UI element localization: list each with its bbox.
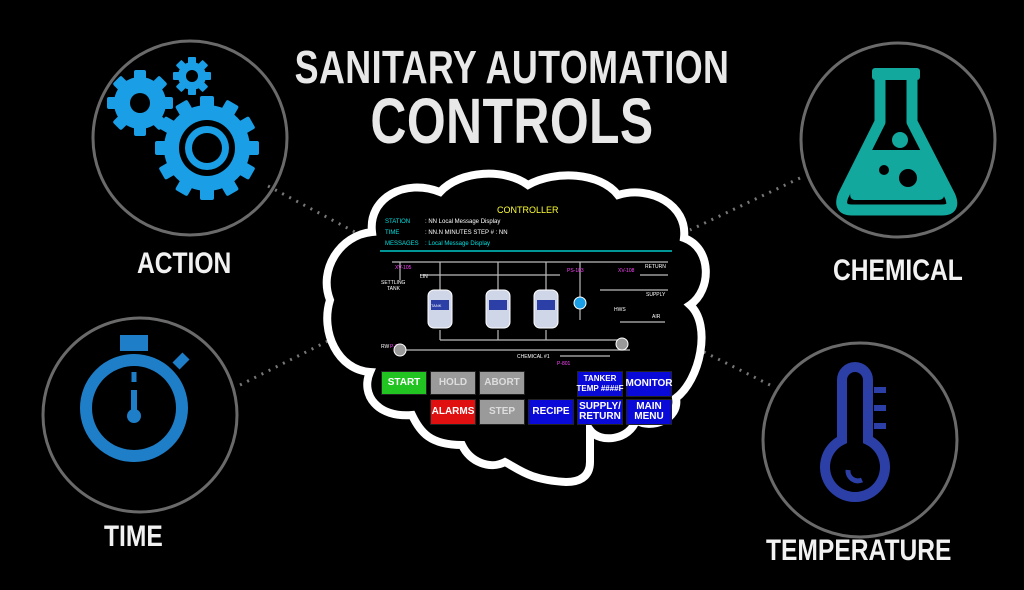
tag-tank-label: TANK [431,303,442,308]
connector-time [239,338,331,387]
hmi-info-val-2: : NN.N MINUTES STEP # : NN [425,230,508,236]
connector-action [267,184,371,242]
tag-ps103: PS-103 [567,268,584,274]
tag-tank: TANK [387,286,401,292]
hmi-info-val-3: : Local Message Display [425,241,490,247]
tag-settling: SETTLING [381,280,406,286]
tag-p801: P-801 [557,361,571,367]
tag-xv105: XV-105 [395,265,412,271]
gears-icon [107,57,259,200]
tag-rw: RW [381,344,390,350]
process-tanks [427,289,587,329]
pumps [393,337,629,357]
flask-icon [836,68,958,216]
abort-button[interactable]: ABORT [479,371,525,395]
tag-chem: CHEMICAL #1 [517,354,550,360]
stopwatch-icon [80,335,190,462]
hmi-info-key-3: MESSAGES [385,241,419,247]
chemical-label: CHEMICAL [833,254,963,287]
supply-return-button[interactable]: SUPPLY/ RETURN [577,399,623,425]
hmi-title: CONTROLLER [497,205,559,215]
tanker-temp-button[interactable]: TANKER TEMP ####F [577,371,624,397]
tag-supply: SUPPLY [646,292,666,298]
tag-return: RETURN [645,264,666,270]
chemical-circle [799,41,997,239]
temperature-label: TEMPERATURE [766,534,952,567]
thermometer-icon [820,362,890,503]
temperature-circle [761,341,959,539]
time-circle [41,316,239,514]
alarms-button[interactable]: ALARMS [430,399,476,425]
process-piping [392,261,668,357]
tag-xv108: XV-108 [618,268,635,274]
connector-temperature [699,348,771,387]
hmi-info-val-1: : NN Local Message Display [425,219,500,225]
tag-lin: LIN [420,274,428,280]
start-button[interactable]: START [381,371,427,395]
time-label: TIME [104,520,163,553]
recipe-button[interactable]: RECIPE [528,399,574,425]
hmi-info-key-1: STATION [385,219,410,225]
step-button[interactable]: STEP [479,399,525,425]
title-line-2: CONTROLS [370,85,654,157]
tag-air: AIR [652,314,661,320]
action-circle [91,39,289,237]
monitor-button[interactable]: MONITOR [625,371,673,397]
action-label: ACTION [137,247,232,280]
main-menu-button[interactable]: MAIN MENU [626,399,672,425]
hmi-info-key-2: TIME [385,230,399,236]
tag-hws: HWS [614,307,626,313]
title-line-1: SANITARY AUTOMATION [294,41,730,93]
hold-button[interactable]: HOLD [430,371,476,395]
